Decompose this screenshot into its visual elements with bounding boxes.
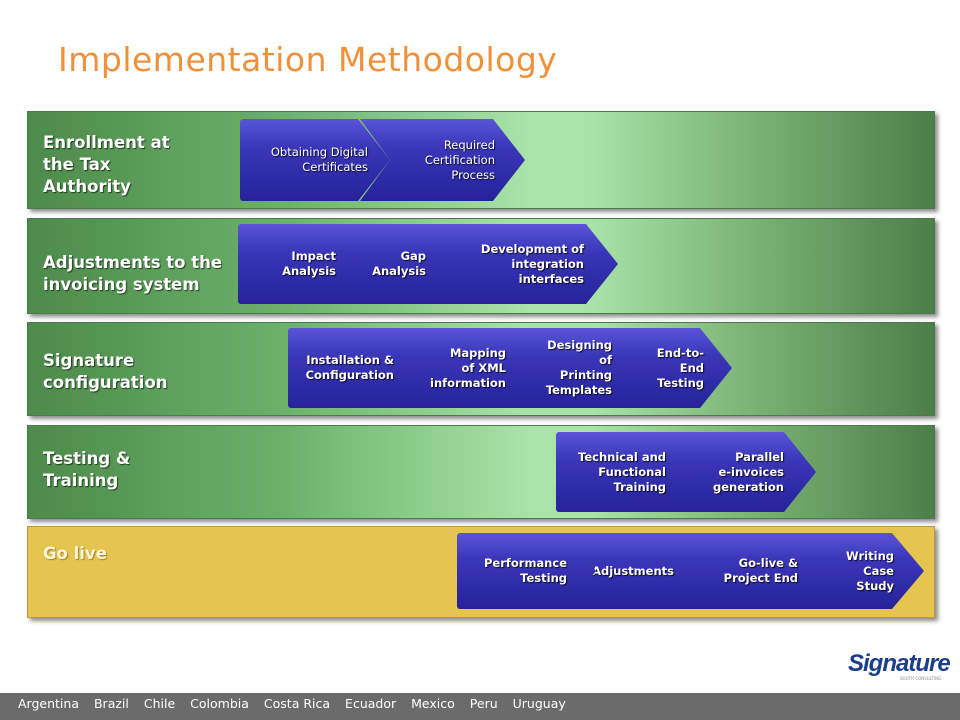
step-label: Impact Analysis — [282, 249, 336, 278]
country-item: Colombia — [190, 696, 249, 711]
step-label: End-to-End Testing — [656, 345, 704, 390]
step-chevron: Development of integration interfaces — [422, 224, 618, 304]
phase-label: Go live — [43, 544, 107, 563]
footer-bar: www.southconsulting.com Argentina Brazil… — [0, 679, 960, 720]
step-label: Designing of Printing Templates — [545, 338, 612, 397]
step-chevron: Writing Case Study — [794, 533, 924, 609]
country-item: Ecuador — [345, 696, 397, 711]
step-label: Installation & Configuration — [305, 353, 394, 382]
country-item: Brazil — [93, 696, 129, 711]
step-label: Technical and Functional Training — [578, 449, 666, 494]
phase-label: Enrollment at the Tax Authority — [43, 133, 170, 196]
step-label: Gap Analysis — [372, 249, 426, 278]
country-item: Argentina — [18, 696, 79, 711]
step-chevron: Parallel e-invoices generation — [664, 432, 816, 512]
step-label: Obtaining Digital Certificates — [270, 145, 368, 174]
page-title: Implementation Methodology — [58, 40, 558, 79]
step-label: Writing Case Study — [846, 548, 894, 593]
step-label: Mapping of XML information — [430, 345, 506, 390]
country-item: Mexico — [411, 696, 455, 711]
country-item: Chile — [143, 696, 176, 711]
step-label: Adjustments — [592, 563, 674, 578]
logo-subtext: SOUTH CONSULTING — [900, 676, 942, 681]
website-link[interactable]: www.southconsulting.com — [792, 679, 950, 693]
step-chevron: Obtaining Digital Certificates — [240, 119, 390, 201]
step-label: Required Certification Process — [424, 137, 495, 182]
phase-label: Adjustments to the invoicing system — [43, 253, 223, 294]
country-list: Argentina Brazil Chile Colombia Costa Ri… — [18, 696, 581, 711]
country-item: Uruguay — [512, 696, 566, 711]
phase-label: Testing & Training — [43, 449, 131, 490]
step-label: Go-live & Project End — [723, 556, 798, 585]
step-label: Parallel e-invoices generation — [713, 449, 784, 494]
phase-label: Signature configuration — [43, 351, 168, 392]
country-item: Peru — [469, 696, 498, 711]
step-label: Performance Testing — [483, 556, 567, 585]
country-item: Costa Rica — [263, 696, 331, 711]
step-label: Development of integration interfaces — [480, 241, 584, 286]
signature-logo: Signature — [848, 650, 951, 677]
